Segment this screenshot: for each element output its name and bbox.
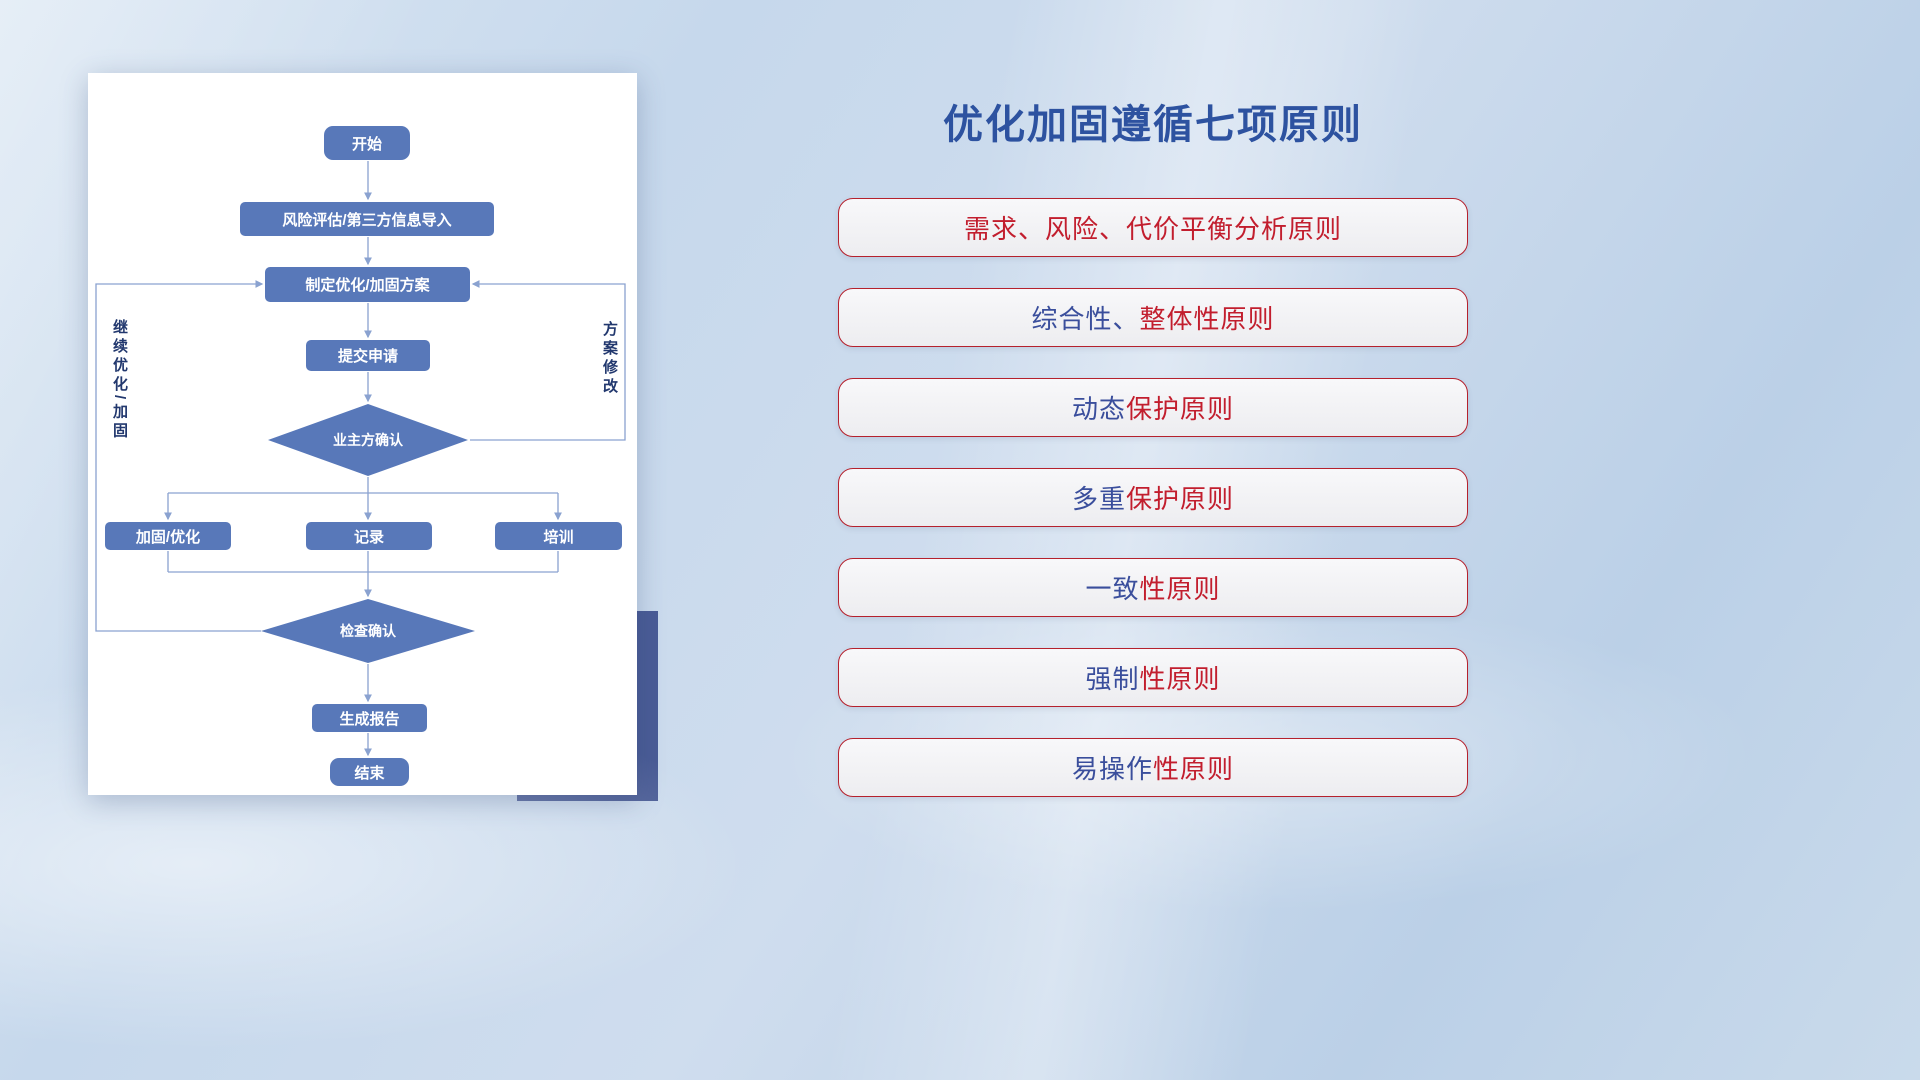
principle-pill: 一致性原则 [838, 558, 1468, 617]
principle-text-segment: 多重 [1071, 484, 1126, 514]
principles-title: 优化加固遵循七项原则 [943, 103, 1363, 147]
node-owner-confirm-label: 业主方确认 [333, 432, 403, 448]
principle-pill: 多重保护原则 [838, 468, 1468, 527]
principle-text-segment: 一致 [1085, 574, 1140, 604]
principle-text-segment: 易操作 [1071, 754, 1153, 784]
node-check-confirm-label: 检查确认 [340, 623, 396, 639]
principle-pill: 动态保护原则 [838, 378, 1468, 437]
principle-pill: 强制性原则 [838, 648, 1468, 707]
node-reinforce-optimize: 加固/优化 [105, 522, 231, 550]
flowchart-connectors-svg [95, 161, 626, 757]
loop-label-continue-optimize: 继续优化/加固 [111, 319, 128, 442]
principle-text-segment: 整体性原则 [1139, 304, 1275, 334]
principle-text-segment: 性原则 [1153, 754, 1235, 784]
principles-list: 需求、风险、代价平衡分析原则综合性、整体性原则动态保护原则多重保护原则一致性原则… [838, 198, 1468, 828]
principle-text-segment: 需求、风险、代价平衡分析原则 [963, 214, 1342, 244]
node-risk-import: 风险评估/第三方信息导入 [240, 202, 494, 236]
principle-text-segment: 保护原则 [1126, 484, 1235, 514]
diamond-check-confirm [261, 599, 475, 663]
principle-text-segment: 综合性、 [1031, 304, 1140, 334]
diamond-owner-confirm [268, 404, 468, 476]
principle-text-segment: 保护原则 [1126, 394, 1235, 424]
principle-pill: 易操作性原则 [838, 738, 1468, 797]
principle-text-segment: 性原则 [1139, 574, 1221, 604]
principle-text-segment: 动态 [1071, 394, 1126, 424]
node-record: 记录 [306, 522, 432, 550]
principle-pill: 需求、风险、代价平衡分析原则 [838, 198, 1468, 257]
loop-label-plan-revision: 方案修改 [601, 321, 618, 397]
node-generate-report: 生成报告 [312, 704, 427, 732]
principle-text-segment: 性原则 [1139, 664, 1221, 694]
node-end: 结束 [330, 758, 409, 786]
principle-text-segment: 强制 [1085, 664, 1140, 694]
node-submit-application: 提交申请 [306, 340, 430, 371]
node-start: 开始 [324, 126, 410, 160]
node-make-plan: 制定优化/加固方案 [265, 267, 470, 302]
node-training: 培训 [495, 522, 622, 550]
flowchart-card: 开始 风险评估/第三方信息导入 制定优化/加固方案 提交申请 业主方确认 加固/… [88, 73, 637, 795]
principle-pill: 综合性、整体性原则 [838, 288, 1468, 347]
